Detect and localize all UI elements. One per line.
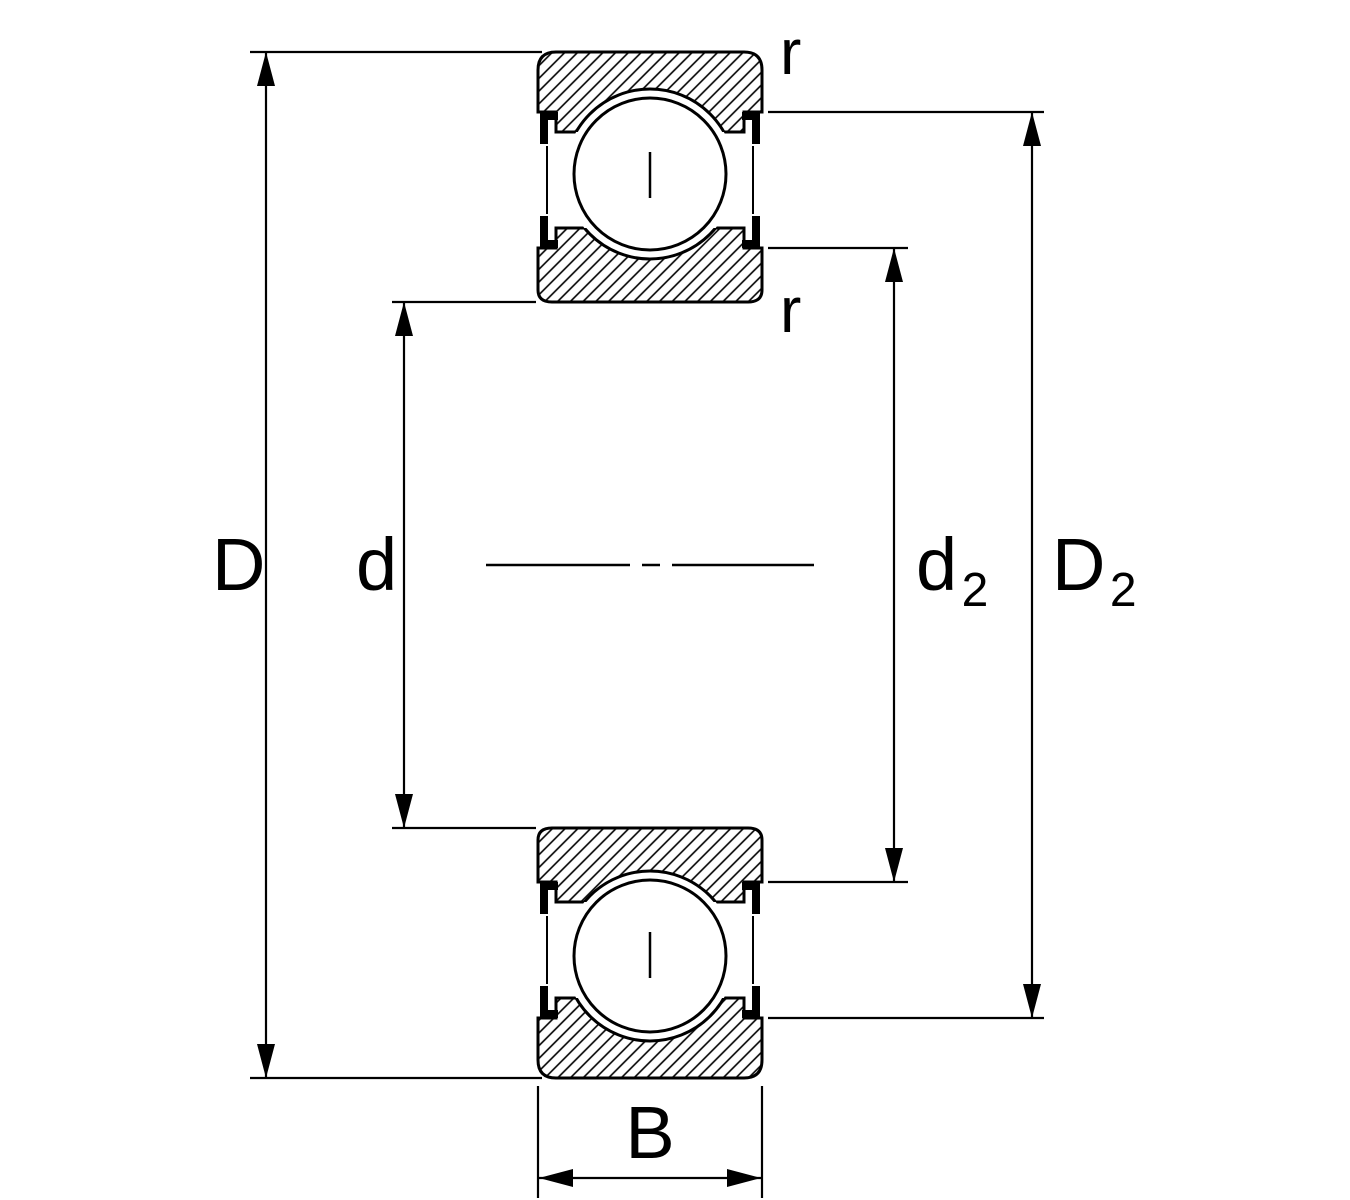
shield-right-lower: [742, 882, 760, 1018]
dimension-d: d: [356, 300, 536, 830]
shield-left-upper: [540, 112, 558, 248]
arrowhead-d-up: [395, 302, 413, 336]
shield-hook-top-right-upper: [742, 112, 760, 144]
label-outer-shoulder-diameter: D 2: [1052, 523, 1137, 617]
arrowhead-B-left: [539, 1169, 573, 1187]
arrowhead-B-right: [727, 1169, 761, 1187]
label-d2-base: d: [916, 523, 957, 606]
shield-hook-top-left-upper: [540, 112, 558, 144]
label-fillet-radius-top: r: [780, 16, 801, 88]
label-outer-diameter: D: [212, 523, 265, 606]
label-d2-subscript: 2: [962, 564, 989, 617]
arrowhead-d-down: [395, 794, 413, 828]
label-bore-diameter: d: [356, 523, 397, 606]
shield-hook-bottom-left-lower: [540, 986, 558, 1018]
bearing-upper-section: [536, 50, 764, 304]
label-D2-subscript: 2: [1110, 564, 1137, 617]
shield-hook-bottom-left-upper: [540, 216, 558, 248]
shield-hook-top-right-lower: [742, 882, 760, 914]
dimension-D2: D 2: [768, 110, 1137, 1020]
dimension-d2: d 2: [768, 246, 988, 884]
arrowhead-d2-down: [885, 848, 903, 882]
arrowhead-D2-up: [1023, 112, 1041, 146]
shield-left-lower: [540, 882, 558, 1018]
shield-hook-top-left-lower: [540, 882, 558, 914]
shield-right-upper: [742, 112, 760, 248]
label-inner-shoulder-diameter: d 2: [916, 523, 988, 617]
label-width: B: [625, 1091, 674, 1174]
dimension-D: D: [212, 50, 542, 1080]
arrowhead-d2-up: [885, 248, 903, 282]
arrowhead-D2-down: [1023, 984, 1041, 1018]
dimension-B: B: [536, 1086, 764, 1198]
label-D2-base: D: [1052, 523, 1105, 606]
shield-hook-bottom-right-lower: [742, 986, 760, 1018]
label-fillet-radius-inner: r: [780, 274, 801, 346]
shield-hook-bottom-right-upper: [742, 216, 760, 248]
arrowhead-D-down: [257, 1044, 275, 1078]
bearing-lower-section: [536, 826, 764, 1080]
arrowhead-D-up: [257, 52, 275, 86]
